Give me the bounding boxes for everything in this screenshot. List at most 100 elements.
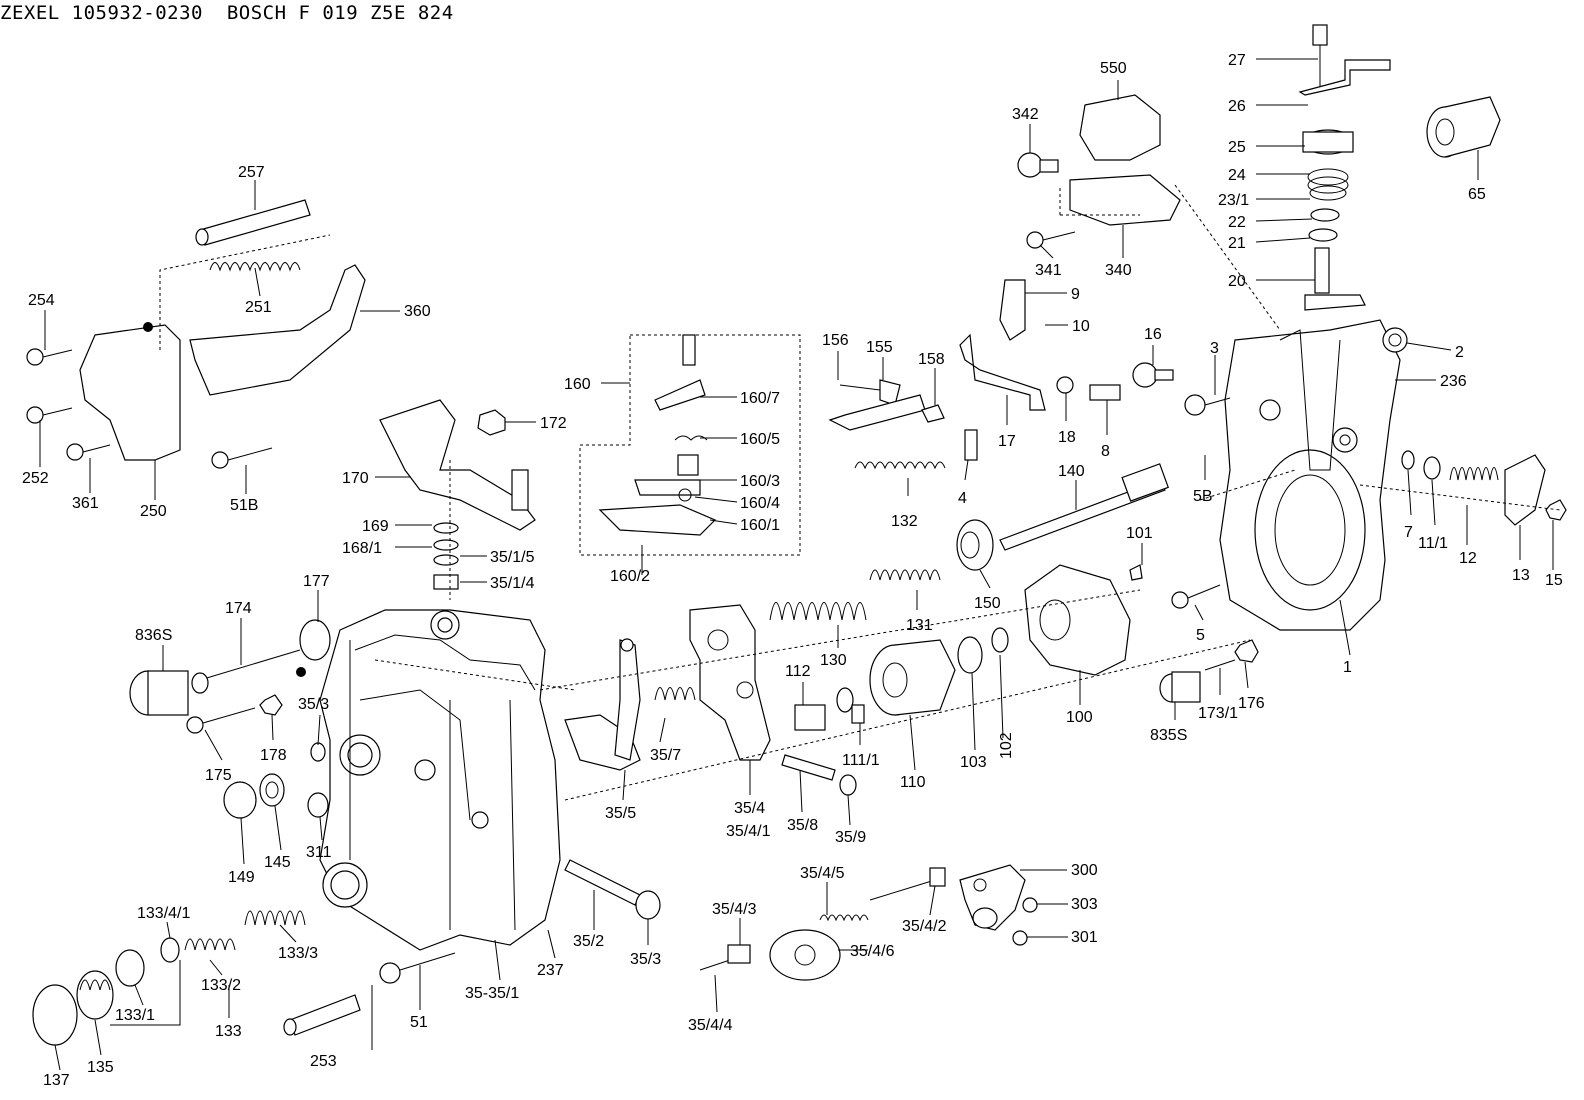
part-label: 103 bbox=[960, 754, 987, 771]
part-label: 27 bbox=[1228, 52, 1246, 69]
part-label: 35-35/1 bbox=[465, 985, 519, 1002]
part-label: 5B bbox=[1193, 488, 1213, 505]
part-label: 250 bbox=[140, 503, 167, 520]
part-label: 237 bbox=[537, 962, 564, 979]
part-label: 35/3 bbox=[298, 696, 329, 713]
part-label: 131 bbox=[906, 617, 933, 634]
part-label: 254 bbox=[28, 292, 55, 309]
part-labels: 27 26 25 24 23/1 22 21 20 65 550 342 341… bbox=[22, 52, 1563, 1089]
part-label: 101 bbox=[1126, 525, 1153, 542]
part-label: 160/3 bbox=[740, 473, 780, 490]
part-label: 35/4/2 bbox=[902, 918, 947, 935]
part-label: 21 bbox=[1228, 235, 1246, 252]
part-label: 1 bbox=[1343, 659, 1352, 676]
part-label: 172 bbox=[540, 415, 567, 432]
part-label: 236 bbox=[1440, 373, 1467, 390]
part-label: 158 bbox=[918, 351, 945, 368]
part-label: 23/1 bbox=[1218, 192, 1249, 209]
part-label: 550 bbox=[1100, 60, 1127, 77]
governor-housing bbox=[319, 609, 561, 951]
part-label: 35/4/6 bbox=[850, 943, 895, 960]
part-label: 173/1 bbox=[1198, 705, 1238, 722]
part-label: 160/4 bbox=[740, 495, 780, 512]
part-label: 51B bbox=[230, 497, 258, 514]
part-label: 12 bbox=[1459, 550, 1477, 567]
part-label: 251 bbox=[245, 299, 272, 316]
diagram-title: ZEXEL 105932-0230 BOSCH F 019 Z5E 824 bbox=[0, 2, 454, 24]
part-label: 18 bbox=[1058, 429, 1076, 446]
part-label: 149 bbox=[228, 869, 255, 886]
part-label: 170 bbox=[342, 470, 369, 487]
part-label: 133/1 bbox=[115, 1007, 155, 1024]
part-label: 65 bbox=[1468, 186, 1486, 203]
part-label: 11/1 bbox=[1418, 535, 1448, 552]
part-label: 340 bbox=[1105, 262, 1132, 279]
part-label: 7 bbox=[1404, 524, 1413, 541]
part-label: 257 bbox=[238, 164, 265, 181]
part-label: 13 bbox=[1512, 567, 1530, 584]
part-label: 35/1/5 bbox=[490, 549, 535, 566]
part-label: 35/1/4 bbox=[490, 575, 535, 592]
part-label: 160/7 bbox=[740, 390, 780, 407]
part-label: 35/4 bbox=[734, 800, 765, 817]
part-label: 132 bbox=[891, 513, 918, 530]
part-label: 303 bbox=[1071, 896, 1098, 913]
part-label: 160 bbox=[564, 376, 591, 393]
part-label: 35/4/1 bbox=[726, 823, 771, 840]
part-label: 9 bbox=[1071, 286, 1080, 303]
part-label: 35/4/5 bbox=[800, 865, 845, 882]
part-label: 24 bbox=[1228, 167, 1246, 184]
part-label: 2 bbox=[1455, 344, 1464, 361]
part-drawings bbox=[26, 24, 1567, 1046]
part-label: 3 bbox=[1210, 340, 1219, 357]
part-label: 110 bbox=[900, 774, 926, 791]
part-label: 35/9 bbox=[835, 829, 866, 846]
part-label: 35/7 bbox=[650, 747, 681, 764]
part-label: 174 bbox=[225, 600, 252, 617]
part-label: 160/1 bbox=[740, 517, 780, 534]
part-label: 341 bbox=[1035, 262, 1062, 279]
part-label: 102 bbox=[998, 732, 1015, 759]
part-label: 145 bbox=[264, 854, 291, 871]
part-label: 111/1 bbox=[842, 752, 880, 769]
part-label: 133/4/1 bbox=[137, 905, 190, 922]
part-label: 253 bbox=[310, 1053, 337, 1070]
part-label: 135 bbox=[87, 1059, 114, 1076]
part-label: 26 bbox=[1228, 98, 1246, 115]
part-label: 175 bbox=[205, 767, 232, 784]
part-label: 150 bbox=[974, 595, 1001, 612]
part-label: 100 bbox=[1066, 709, 1093, 726]
part-label: 342 bbox=[1012, 106, 1039, 123]
part-label: 178 bbox=[260, 747, 287, 764]
part-label: 361 bbox=[72, 495, 99, 512]
part-label: 160/5 bbox=[740, 431, 780, 448]
part-label: 22 bbox=[1228, 214, 1246, 231]
part-label: 155 bbox=[866, 339, 893, 356]
part-label: 35/4/4 bbox=[688, 1017, 733, 1034]
part-label: 836S bbox=[135, 627, 172, 644]
part-label: 168/1 bbox=[342, 540, 382, 557]
part-label: 130 bbox=[820, 652, 847, 669]
part-label: 25 bbox=[1228, 139, 1246, 156]
part-label: 252 bbox=[22, 470, 49, 487]
part-label: 35/5 bbox=[605, 805, 636, 822]
part-label: 8 bbox=[1101, 443, 1110, 460]
part-label: 20 bbox=[1228, 273, 1246, 290]
part-label: 177 bbox=[303, 573, 330, 590]
part-label: 112 bbox=[785, 663, 811, 680]
part-label: 133/2 bbox=[201, 977, 241, 994]
part-label: 5 bbox=[1196, 627, 1205, 644]
part-label: 15 bbox=[1545, 572, 1563, 589]
part-label: 160/2 bbox=[610, 568, 650, 585]
part-label: 140 bbox=[1058, 463, 1085, 480]
part-label: 137 bbox=[43, 1072, 70, 1089]
part-label: 10 bbox=[1072, 318, 1090, 335]
part-label: 35/3 bbox=[630, 951, 661, 968]
part-label: 300 bbox=[1071, 862, 1098, 879]
part-label: 835S bbox=[1150, 727, 1187, 744]
part-label: 169 bbox=[362, 518, 389, 535]
part-label: 35/2 bbox=[573, 933, 604, 950]
part-label: 17 bbox=[998, 433, 1016, 450]
part-label: 311 bbox=[306, 844, 332, 861]
